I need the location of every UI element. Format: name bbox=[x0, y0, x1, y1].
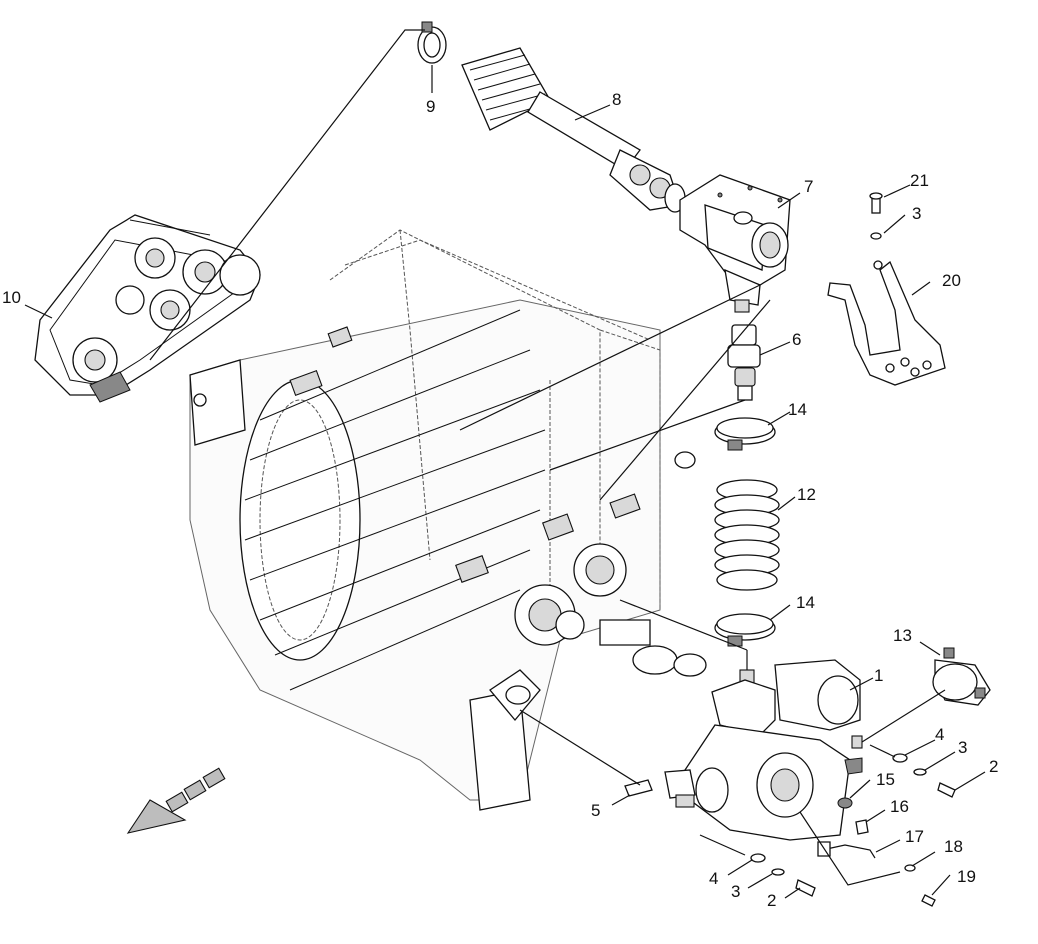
callout-12: 12 bbox=[797, 485, 816, 504]
part-12-bellows bbox=[714, 479, 780, 591]
part-14-lower-clamp bbox=[714, 613, 776, 647]
part-21-bolt bbox=[869, 192, 883, 214]
part-18-washer bbox=[904, 864, 916, 872]
callout-3-top: 3 bbox=[912, 204, 921, 223]
callout-1: 1 bbox=[874, 666, 883, 685]
callout-19: 19 bbox=[957, 867, 976, 886]
part-20-bracket bbox=[827, 260, 946, 386]
part-17-tube bbox=[817, 841, 876, 859]
part-4-washer-bottom bbox=[750, 853, 766, 863]
part-15-nut bbox=[837, 797, 853, 809]
part-3-washer-right bbox=[913, 768, 927, 776]
part-9-clamp bbox=[417, 21, 447, 64]
callout-2-bottom: 2 bbox=[767, 891, 776, 910]
part-10-drive-housing bbox=[34, 214, 261, 403]
callout-3-bottom: 3 bbox=[731, 882, 740, 901]
part-7-gearbox bbox=[679, 174, 791, 313]
callout-9: 9 bbox=[426, 97, 435, 116]
callout-leaders bbox=[24, 65, 986, 899]
callout-17: 17 bbox=[905, 827, 924, 846]
part-19-screw bbox=[921, 894, 936, 907]
callout-18: 18 bbox=[944, 837, 963, 856]
part-2-bolt-bottom bbox=[795, 879, 816, 897]
callout-14-upper: 14 bbox=[788, 400, 807, 419]
callout-6: 6 bbox=[792, 330, 801, 349]
part-3-washer-top bbox=[870, 232, 882, 240]
part-1-main-gearbox bbox=[664, 659, 863, 841]
callout-4-bottom: 4 bbox=[709, 869, 718, 888]
rotor-frame-assembly bbox=[189, 229, 707, 811]
part-4-washer-right bbox=[892, 753, 908, 763]
part-14-upper-clamp bbox=[714, 417, 776, 451]
part-3-washer-bottom bbox=[771, 868, 785, 876]
callout-3-right: 3 bbox=[958, 738, 967, 757]
callout-20: 20 bbox=[942, 271, 961, 290]
callout-10: 10 bbox=[2, 288, 21, 307]
callout-7: 7 bbox=[804, 177, 813, 196]
part-2-bolt-right bbox=[937, 782, 956, 798]
assembly-lines bbox=[149, 29, 946, 886]
callout-14-lower: 14 bbox=[796, 593, 815, 612]
callout-13: 13 bbox=[893, 626, 912, 645]
part-13-cover bbox=[932, 647, 991, 706]
part-6-universal-joint bbox=[727, 324, 761, 401]
callout-5: 5 bbox=[591, 801, 600, 820]
callout-15: 15 bbox=[876, 770, 895, 789]
part-16-fitting bbox=[855, 819, 869, 835]
callout-21: 21 bbox=[910, 171, 929, 190]
part-5-pin bbox=[624, 779, 653, 797]
callout-4-right: 4 bbox=[935, 725, 944, 744]
part-8-drive-shaft bbox=[461, 47, 686, 213]
callout-16: 16 bbox=[890, 797, 909, 816]
forward-direction-arrow-icon bbox=[126, 767, 226, 834]
callout-2-right: 2 bbox=[989, 757, 998, 776]
callout-8: 8 bbox=[612, 90, 621, 109]
callout-labels: 9 8 7 6 14 12 14 21 3 20 10 1 13 4 3 2 1… bbox=[2, 90, 998, 910]
